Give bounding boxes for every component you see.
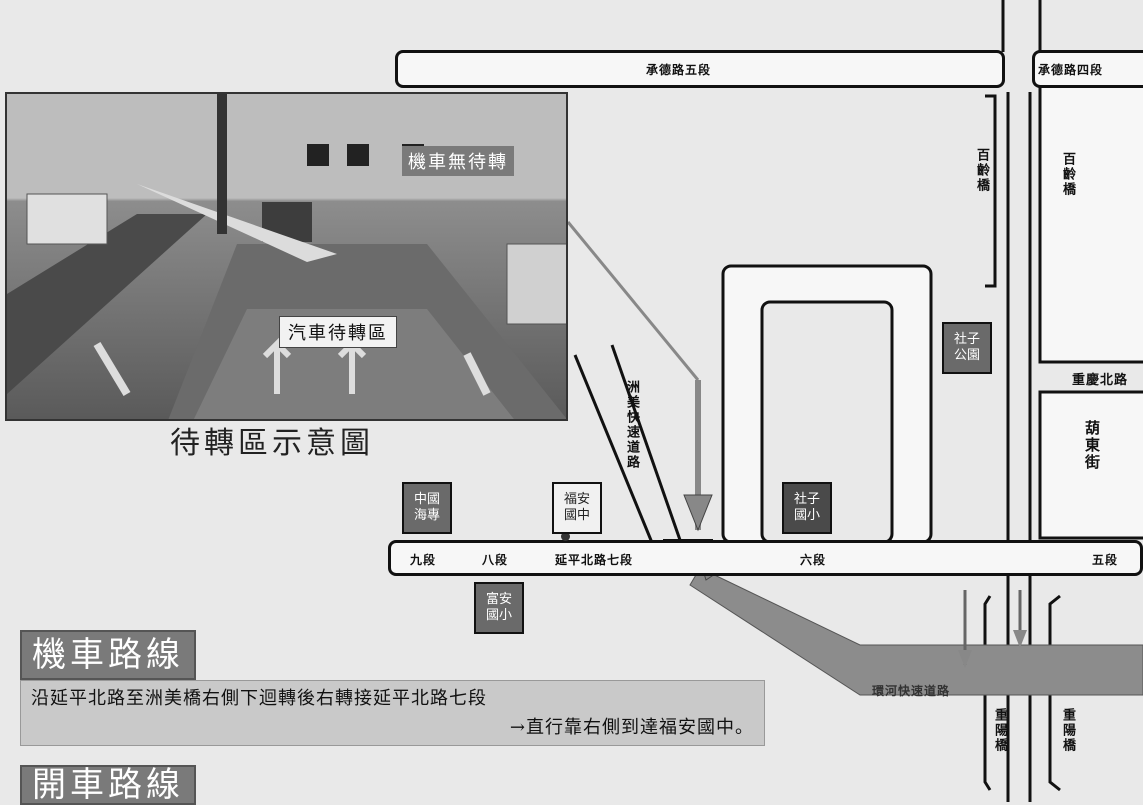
chengde-road-5-label: 承德路五段: [646, 63, 712, 77]
river-expressway-band: [689, 567, 1143, 696]
section-5-label: 五段: [1092, 553, 1119, 567]
car-route-title: 開車路線: [20, 765, 196, 805]
photo-overlay-turn-zone: 汽車待轉區: [279, 316, 397, 348]
bridge-arrow-left-head: [958, 650, 972, 668]
chongyang-bridge-right-label: 重陽橋: [1060, 708, 1075, 753]
moto-route-title: 機車路線: [20, 630, 196, 680]
photo-street-drawing: [7, 94, 566, 419]
right-road-lower: [1038, 390, 1143, 540]
section-8-label: 八段: [482, 553, 509, 567]
moto-route-desc-line1: 沿延平北路至洲美橋右側下迴轉後右轉接延平北路七段: [31, 688, 487, 709]
landmark-zhongguo-college: 中國 海專: [402, 482, 452, 534]
yanping-north-road: [388, 540, 1143, 576]
river-expressway-label: 環河快速道路: [872, 684, 951, 698]
landmark-fuan-junior-high: 福安 國中: [552, 482, 602, 534]
zhoumei-expressway-label: 洲美快速道路: [624, 380, 639, 470]
route-arrow-down-head: [683, 494, 713, 532]
expressway-line-right: [610, 344, 682, 541]
section-6-label: 六段: [800, 553, 827, 567]
bailing-bridge-right-label: 百齡橋: [1060, 152, 1075, 197]
photo-caption: 待轉區示意圖: [170, 426, 374, 461]
landmark-fuan-elementary: 富安 國小: [474, 582, 524, 634]
bridge-arrow-right-head: [1013, 630, 1027, 648]
bailing-bridge-left-bracket: [985, 94, 997, 288]
landmark-shezi-elementary: 社子 國小: [782, 482, 832, 534]
turn-zone-photo: 機車無待轉 汽車待轉區: [5, 92, 568, 421]
photo-pointer-line: [566, 221, 700, 381]
expressway-line-left: [573, 354, 657, 551]
fuan-middle-marker-dot: [561, 532, 570, 541]
bailing-bridge-left-label: 百齡橋: [974, 148, 989, 193]
yanping-7-label: 延平北路七段: [555, 553, 634, 567]
hulu-east-street-label: 葫東街: [1083, 420, 1101, 471]
chengde-road-4: [1032, 50, 1143, 88]
moto-route-desc-line2: →直行靠右側到達福安國中。: [509, 717, 754, 738]
chengde-road-4-label: 承德路四段: [1038, 63, 1104, 77]
chengde-road-5: [395, 50, 1005, 88]
photo-overlay-moto: 機車無待轉: [402, 146, 514, 176]
chongqing-north-label: 重慶北路: [1072, 373, 1129, 388]
section-9-label: 九段: [410, 553, 437, 567]
landmark-shezi-park: 社子 公園: [942, 322, 992, 374]
chongyang-bridge-left-label: 重陽橋: [992, 708, 1007, 753]
moto-route-description: 沿延平北路至洲美橋右側下迴轉後右轉接延平北路七段 →直行靠右側到達福安國中。: [20, 680, 765, 746]
right-road-upper: [1038, 82, 1143, 364]
